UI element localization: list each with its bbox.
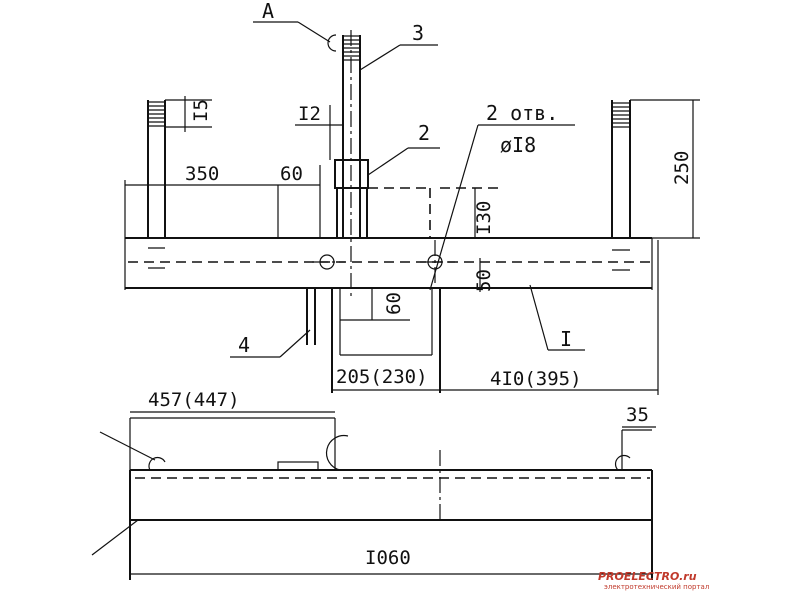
label-part-1: I (560, 327, 572, 351)
dim-60-top: 60 (280, 163, 303, 185)
label-part-2: 2 (418, 121, 430, 145)
watermark-tagline: электротехнический портал (604, 583, 709, 591)
dim-205: 205(230) (336, 366, 428, 388)
label-part-4: 4 (238, 333, 250, 357)
watermark-brand-a: PRO (598, 570, 624, 583)
dim-35: 35 (626, 404, 649, 426)
dim-60-bottom: 60 (383, 292, 405, 315)
dim-50: 50 (473, 269, 495, 292)
dim-130: I30 (473, 201, 495, 235)
svg-text:PROELECTRO.ru: PROELECTRO.ru (598, 570, 697, 583)
label-holes-count: 2 отв. (486, 101, 558, 125)
label-view-a: A (262, 0, 274, 23)
dim-250: 250 (671, 151, 693, 185)
top-view: 350 60 I5 I2 250 I30 50 60 205(230) 4I0(… (124, 0, 700, 395)
dim-457: 457(447) (148, 389, 240, 411)
label-part-3: 3 (412, 21, 424, 45)
dim-15: I5 (190, 99, 212, 122)
watermark-brand-c: .ru (679, 570, 697, 583)
label-holes-dia: øI8 (500, 133, 536, 157)
front-view: 457(447) 35 I060 (91, 389, 656, 580)
watermark: PROELECTRO.ru электротехнический портал (598, 570, 709, 591)
dim-410: 4I0(395) (490, 368, 582, 390)
watermark-brand-b: ELECTRO (624, 570, 679, 583)
dim-12: I2 (298, 103, 321, 125)
dim-350: 350 (185, 163, 219, 185)
dim-1060: I060 (365, 547, 411, 569)
